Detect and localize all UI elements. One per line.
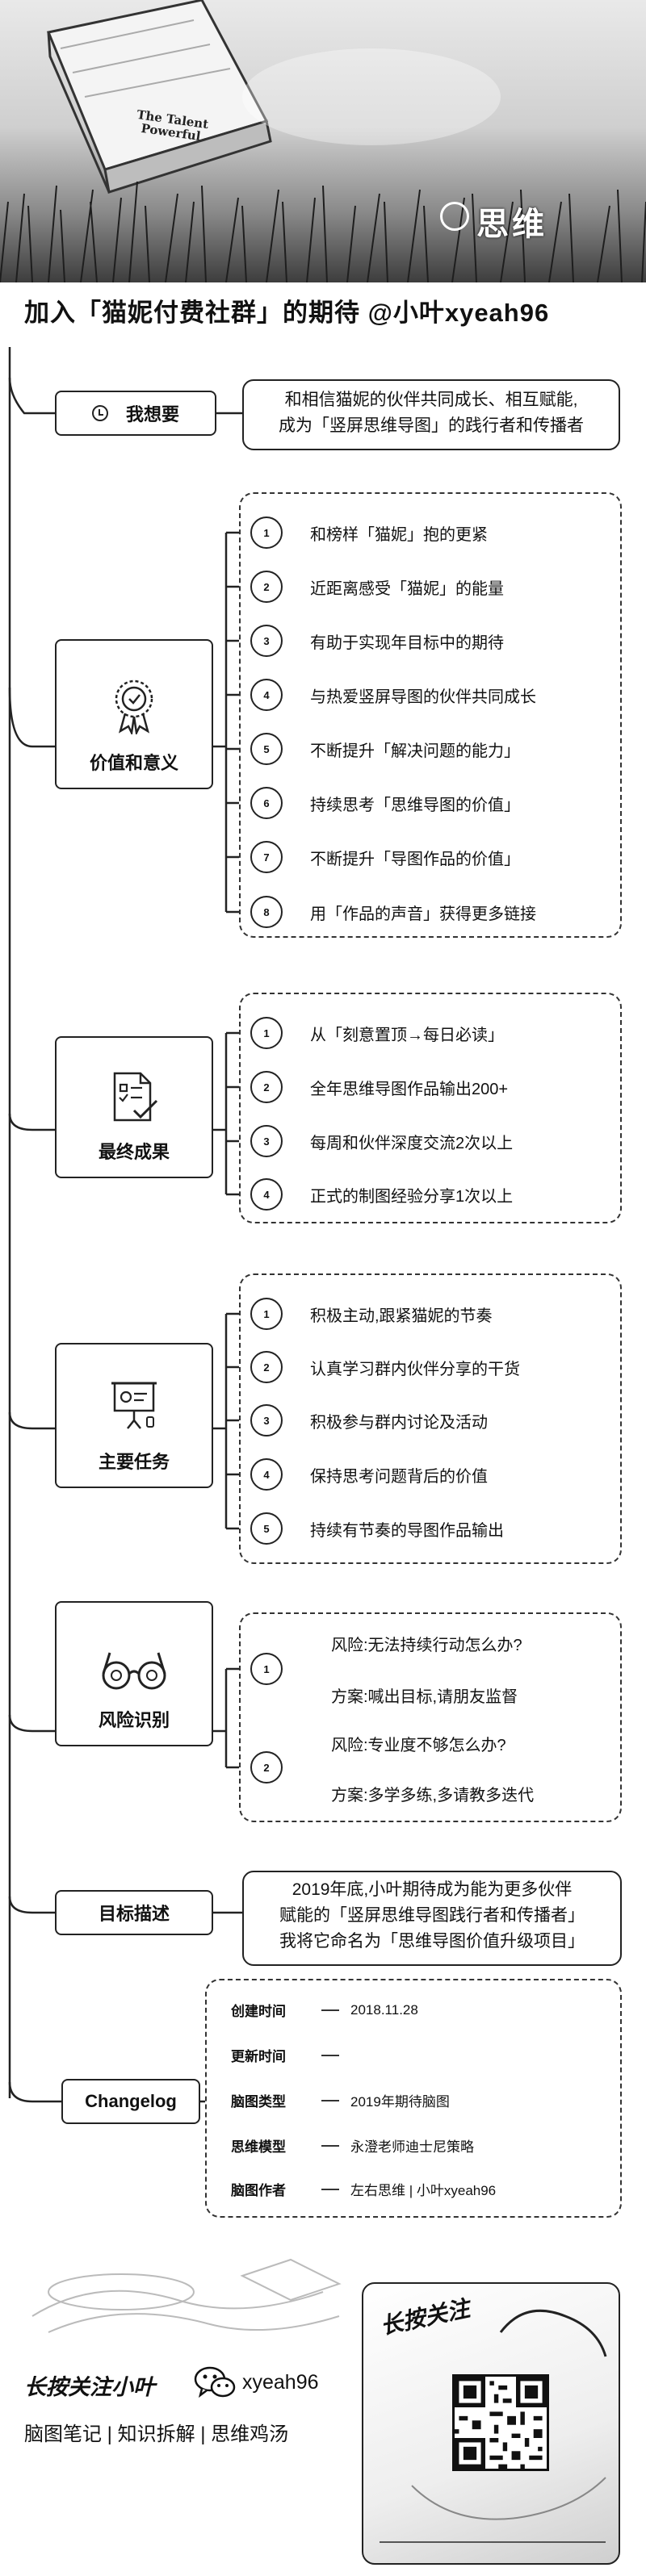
risk-item: 1	[250, 1653, 283, 1685]
value-item: 6 持续思考「思维导图的价值」	[250, 787, 520, 819]
number-badge: 4	[250, 679, 283, 711]
value-items-box	[239, 492, 622, 938]
node-results-label: 最终成果	[98, 1142, 170, 1162]
results-item: 1 从「刻意置顶→每日必读」	[250, 1017, 504, 1049]
node-value[interactable]: 价值和意义	[55, 639, 213, 789]
number-badge: 5	[250, 1512, 283, 1545]
qr-card-illustration	[380, 2309, 607, 2543]
number-badge: 3	[250, 625, 283, 657]
results-item: 2 全年思维导图作品输出200+	[250, 1071, 508, 1103]
value-item: 8 用「作品的声音」获得更多链接	[250, 896, 536, 928]
presentation-board-icon	[111, 1382, 157, 1429]
value-item: 4 与热爱竖屏导图的伙伴共同成长	[250, 679, 536, 711]
node-changelog-label: Changelog	[85, 2091, 177, 2111]
number-badge: 1	[250, 1298, 283, 1330]
header-banner: The Talent Powerful 思维	[0, 0, 646, 282]
goal-line-2: 赋能的「竖屏思维导图践行者和传播者」	[279, 1906, 585, 1925]
node-risks-label: 风险识别	[98, 1710, 170, 1730]
node-tasks[interactable]: 主要任务	[55, 1343, 213, 1488]
wechat-id: xyeah96	[242, 2371, 319, 2394]
number-badge: 1	[250, 1653, 283, 1685]
want-line-2: 成为「竖屏思维导图」的践行者和传播者	[279, 416, 584, 435]
number-badge: 1	[250, 516, 283, 549]
glasses-icon	[102, 1652, 166, 1690]
results-item: 3 每周和伙伴深度交流2次以上	[250, 1125, 513, 1157]
number-badge: 8	[250, 896, 283, 928]
number-badge: 2	[250, 1751, 283, 1784]
number-badge: 4	[250, 1458, 283, 1491]
plan-text: 方案:喊出目标,请朋友监督	[331, 1688, 518, 1706]
goal-description-box: 2019年底,小叶期待成为能为更多伙伴 赋能的「竖屏思维导图践行者和传播者」 我…	[242, 1871, 622, 1966]
number-badge: 7	[250, 841, 283, 873]
changelog-row: 创建时间 2018.11.28	[231, 2001, 418, 2020]
risk-item: 2	[250, 1751, 283, 1784]
node-want-label: 我想要	[125, 404, 179, 424]
brand-text: 思维	[476, 206, 547, 243]
number-badge: 2	[250, 1351, 283, 1383]
brand-logo-icon	[440, 202, 469, 231]
tasks-items-box	[239, 1273, 622, 1564]
qr-code-pattern	[455, 2377, 547, 2469]
follow-prompt: 长按关注小叶	[24, 2375, 155, 2399]
changelog-row: 更新时间	[231, 2045, 350, 2065]
clock-icon	[91, 405, 108, 421]
value-item: 5 不断提升「解决问题的能力」	[250, 733, 520, 765]
footer-illustration	[31, 2258, 342, 2333]
node-results[interactable]: 最终成果	[55, 1036, 213, 1178]
number-badge: 1	[250, 1017, 283, 1049]
goal-line-1: 2019年底,小叶期待成为能为更多伙伴	[292, 1880, 573, 1899]
value-item: 1 和榜样「猫妮」抱的更紧	[250, 516, 488, 549]
banner-illustration	[0, 0, 646, 282]
value-item: 7 不断提升「导图作品的价值」	[250, 841, 520, 873]
changelog-row: 脑图类型 2019年期待脑图	[231, 2094, 450, 2110]
qr-code	[452, 2374, 549, 2471]
node-want[interactable]: 我想要	[55, 391, 216, 436]
want-line-1: 和相信猫妮的伙伴共同成长、相互赋能,	[284, 391, 578, 409]
number-badge: 3	[250, 1125, 283, 1157]
changelog-row: 脑图作者 左右思维 | 小叶xyeah96	[231, 2183, 497, 2198]
value-item: 3 有助于实现年目标中的期待	[250, 625, 504, 657]
page-title: 加入「猫妮付费社群」的期待 @小叶xyeah96	[24, 299, 550, 327]
node-tasks-label: 主要任务	[98, 1452, 170, 1472]
qr-card[interactable]: 长按关注	[362, 2282, 620, 2565]
number-badge: 2	[250, 571, 283, 603]
results-items-box	[239, 993, 622, 1223]
node-risks[interactable]: 风险识别	[55, 1601, 213, 1746]
checklist-icon	[113, 1072, 158, 1122]
node-goal[interactable]: 目标描述	[55, 1890, 213, 1935]
number-badge: 6	[250, 787, 283, 819]
goal-line-3: 我将它命名为「思维导图价值升级项目」	[279, 1932, 585, 1951]
results-item: 4 正式的制图经验分享1次以上	[250, 1178, 513, 1211]
award-badge-icon	[115, 680, 153, 734]
plan-text: 方案:多学多练,多请教多迭代	[331, 1787, 535, 1804]
tasks-item: 3 积极参与群内讨论及活动	[250, 1404, 488, 1436]
risk-text: 风险:无法持续行动怎么办?	[331, 1637, 522, 1654]
tasks-item: 1 积极主动,跟紧猫妮的节奏	[250, 1298, 493, 1330]
footer-tagline: 脑图笔记 | 知识拆解 | 思维鸡汤	[24, 2423, 289, 2445]
tasks-item: 5 持续有节奏的导图作品输出	[250, 1512, 504, 1545]
risks-items-box	[239, 1612, 622, 1822]
value-item: 2 近距离感受「猫妮」的能量	[250, 571, 504, 603]
risk-text: 风险:专业度不够怎么办?	[331, 1737, 506, 1754]
node-changelog[interactable]: Changelog	[61, 2079, 200, 2124]
number-badge: 2	[250, 1071, 283, 1103]
changelog-row: 思维模型 永澄老师迪士尼策略	[231, 2139, 474, 2155]
want-description-box: 和相信猫妮的伙伴共同成长、相互赋能, 成为「竖屏思维导图」的践行者和传播者	[242, 379, 620, 450]
node-value-label: 价值和意义	[89, 753, 178, 773]
wechat-icon	[194, 2366, 236, 2398]
tasks-item: 2 认真学习群内伙伴分享的干货	[250, 1351, 520, 1383]
number-badge: 3	[250, 1404, 283, 1436]
number-badge: 4	[250, 1178, 283, 1211]
changelog-box	[205, 1979, 622, 2218]
node-goal-label: 目标描述	[98, 1904, 170, 1924]
number-badge: 5	[250, 733, 283, 765]
tasks-item: 4 保持思考问题背后的价值	[250, 1458, 488, 1491]
